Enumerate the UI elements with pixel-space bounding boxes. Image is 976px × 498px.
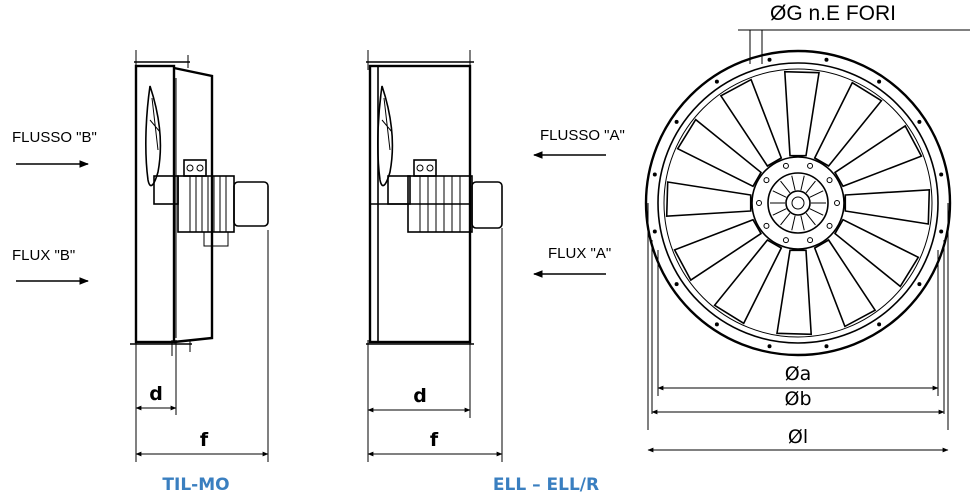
hub-spoke [800,175,805,191]
inner-casing-ring [657,62,939,344]
hub-spoke [772,208,787,216]
dim-b-label: Øb [784,388,811,410]
flusso-a-label: FLUSSO "A" [540,127,625,144]
flusso-b-label: FLUSSO "B" [12,129,97,146]
hub-bolt [807,237,814,244]
hub-bolt [826,177,833,184]
hub-spoke [791,215,796,231]
impeller-blade-side-ell [377,85,394,187]
flux-b-label: FLUX "B" [12,247,75,264]
flux-a-label: FLUX "A" [548,245,611,262]
hub-spoke [791,175,796,191]
bolt-hole [877,79,882,84]
front-view: ØG n.E FORI Øa Øb Øl [644,2,970,453]
motor-left [177,159,269,247]
motor-ell [407,159,503,233]
bolt-hole [767,344,772,349]
bolt-hole [652,229,657,234]
side-view-ell: d f ELL – ELL/R [366,50,599,495]
impeller-blades-front [665,70,931,336]
bolt-hole [824,344,829,349]
hub-bolt [807,162,814,169]
bolt-hole [877,322,882,327]
impeller-blade [665,181,752,218]
bolt-hole [674,119,679,124]
outer-flange-ring [644,49,952,357]
hub-spoke [800,215,805,231]
impeller-blade [676,118,763,188]
hub-bolt [782,237,789,244]
dim-f-left: f [200,429,209,451]
impeller-blade [813,81,883,168]
dim-d-left: d [149,383,163,405]
bolt-hole [939,229,944,234]
hub-spoke [805,180,816,194]
holes-label: ØG n.E FORI [770,2,896,25]
side-view-til-mo: FLUSSO "B" FLUX "B" [12,50,269,495]
model-label-til-mo: TIL-MO [162,475,229,495]
bolt-hole [824,57,829,62]
impeller-blade [713,238,783,325]
bolt-hole [939,172,944,177]
hub-spoke [805,212,816,226]
model-label-ell: ELL – ELL/R [493,475,599,495]
hub-plate [751,156,845,250]
hub-spoke [780,212,791,226]
impeller-blade-side [145,85,162,187]
impeller-blade [844,188,931,225]
dim-l-label: Øl [788,426,808,448]
impeller-blade [719,78,783,168]
bolt-hole [767,57,772,62]
impeller-blade [833,124,923,188]
hub-ring [767,172,829,234]
hub-spoke [809,190,824,198]
shaft [785,190,811,216]
bolt-hole [674,282,679,287]
bolt-hole [917,282,922,287]
hub-bolt [763,177,770,184]
impeller-blade [783,70,820,157]
bolt-hole [917,119,922,124]
bolt-hole [714,322,719,327]
flow-a-indicators: FLUSSO "A" FLUX "A" [533,127,625,278]
hub-bolt [756,200,762,206]
impeller-blade [813,238,877,328]
hub-bolt [763,222,770,229]
dim-a-label: Øa [785,363,812,385]
hub-spoke [772,190,787,198]
hub-bolt [834,200,840,206]
hub-bolt [782,162,789,169]
dim-d-middle: d [413,385,427,407]
flange-bolt-holes [652,57,944,349]
impeller-blade [833,218,920,288]
hub-spoke [809,208,824,216]
bolt-hole [652,172,657,177]
impeller-blade [673,218,763,282]
bolt-hole [714,79,719,84]
dim-f-middle: f [430,429,439,451]
duct-body [173,66,214,344]
impeller-blade [776,249,813,336]
hub-bolt [826,222,833,229]
hub-spoke [780,180,791,194]
